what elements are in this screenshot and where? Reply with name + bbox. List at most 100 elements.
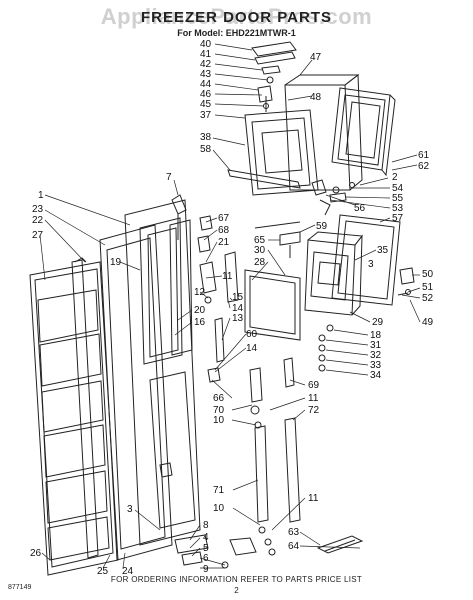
part-label: 58 <box>200 144 212 155</box>
part-label: 69 <box>308 380 320 391</box>
hardware-cluster <box>311 179 355 216</box>
part-label: 19 <box>110 257 122 268</box>
part-label: 59 <box>316 221 328 232</box>
part-label: 52 <box>422 293 434 304</box>
part-label: 49 <box>422 317 434 328</box>
part-label: 30 <box>254 245 266 256</box>
part-label: 31 <box>370 340 382 351</box>
part-label: 26 <box>30 548 42 559</box>
part-label: 38 <box>200 132 212 143</box>
part-label: 70 <box>213 405 225 416</box>
part-label: 50 <box>422 269 434 280</box>
dispenser-frame-37 <box>227 109 319 196</box>
part-label: 8 <box>203 520 209 531</box>
document-number: 877149 <box>8 584 32 591</box>
part-label: 57 <box>392 213 404 224</box>
part-label: 48 <box>310 92 322 103</box>
part-label: 65 <box>254 235 266 246</box>
part-label: 71 <box>213 485 225 496</box>
part-label: 23 <box>32 204 44 215</box>
door-frame-1 <box>99 224 173 561</box>
part-label: 47 <box>310 52 322 63</box>
part-label: 11 <box>308 493 319 504</box>
part-label: 40 <box>200 39 212 50</box>
part-label: 11 <box>308 393 319 404</box>
part-label: 56 <box>354 203 366 214</box>
part-label: 18 <box>370 330 382 341</box>
page-number: 2 <box>234 586 239 595</box>
part-label: 62 <box>418 161 430 172</box>
part-label: 24 <box>122 566 134 577</box>
dispenser-housing-29 <box>304 231 363 316</box>
lower-hardware <box>207 357 301 556</box>
door-panel <box>124 199 201 546</box>
part-label: 6 <box>203 553 209 564</box>
part-label: 10 <box>213 415 225 426</box>
part-label: 64 <box>288 541 300 552</box>
part-label: 12 <box>194 287 206 298</box>
part-label: 60 <box>246 329 258 340</box>
part-label: 44 <box>200 79 212 90</box>
part-label: 15 <box>232 292 244 303</box>
part-label: 4 <box>203 532 209 543</box>
model-number: For Model: EHD221MTWR-1 <box>177 28 296 38</box>
part-label: 28 <box>254 257 266 268</box>
part-label: 1 <box>38 190 44 201</box>
part-label: 37 <box>200 110 212 121</box>
ordering-footer: FOR ORDERING INFORMATION REFER TO PARTS … <box>110 575 363 584</box>
part-label: 2 <box>392 172 398 183</box>
part-label: 7 <box>166 172 172 183</box>
diagram-title: FREEZER DOOR PARTS <box>140 9 333 26</box>
part-label: 11 <box>222 271 233 282</box>
leader-lines <box>39 43 421 569</box>
gasket-frame-57 <box>331 214 401 306</box>
trim-strip-63 <box>316 535 364 554</box>
part-label: 72 <box>308 405 320 416</box>
part-label: 25 <box>97 566 109 577</box>
part-label: 51 <box>422 282 434 293</box>
part-label: 66 <box>213 393 225 404</box>
part-label: 14 <box>246 343 258 354</box>
outer-door-panel-61 <box>331 87 396 177</box>
part-label: 16 <box>194 317 206 328</box>
part-label: 53 <box>392 203 404 214</box>
part-label: 35 <box>377 245 389 256</box>
gasket-22 <box>71 259 99 559</box>
back-box <box>284 74 363 191</box>
part-label: 3 <box>127 504 133 515</box>
screw-stack <box>318 324 334 372</box>
part-label: 20 <box>194 305 206 316</box>
part-label: 41 <box>200 49 212 60</box>
top-hinge-assembly <box>251 41 297 112</box>
part-label: 22 <box>32 215 44 226</box>
part-label: 32 <box>370 350 382 361</box>
part-label: 63 <box>288 527 300 538</box>
part-label: 9 <box>203 564 209 575</box>
part-label: 27 <box>32 230 44 241</box>
part-label: 54 <box>392 183 404 194</box>
part-label: 45 <box>200 99 212 110</box>
part-label: 67 <box>218 213 230 224</box>
part-label: 42 <box>200 59 212 70</box>
small-parts <box>171 194 239 363</box>
part-label: 10 <box>213 503 225 514</box>
bottom-hinge-assembly <box>159 462 257 569</box>
part-label: 14 <box>232 303 244 314</box>
watermark: AppliancePartsPros.com <box>100 4 373 29</box>
part-number-labels: 40 41 42 43 44 46 45 37 47 48 38 58 61 6… <box>30 39 434 577</box>
part-label: 55 <box>392 193 404 204</box>
part-label: 3 <box>368 259 374 270</box>
part-label: 13 <box>232 313 244 324</box>
part-label: 5 <box>203 543 209 554</box>
part-label: 61 <box>418 150 430 161</box>
part-label: 33 <box>370 360 382 371</box>
bracket-65 <box>254 221 301 258</box>
part-label: 34 <box>370 370 382 381</box>
latch-hardware-50 <box>397 267 415 296</box>
frame-28 <box>244 269 301 341</box>
part-label: 68 <box>218 225 230 236</box>
part-label: 21 <box>218 237 230 248</box>
part-label: 46 <box>200 89 212 100</box>
